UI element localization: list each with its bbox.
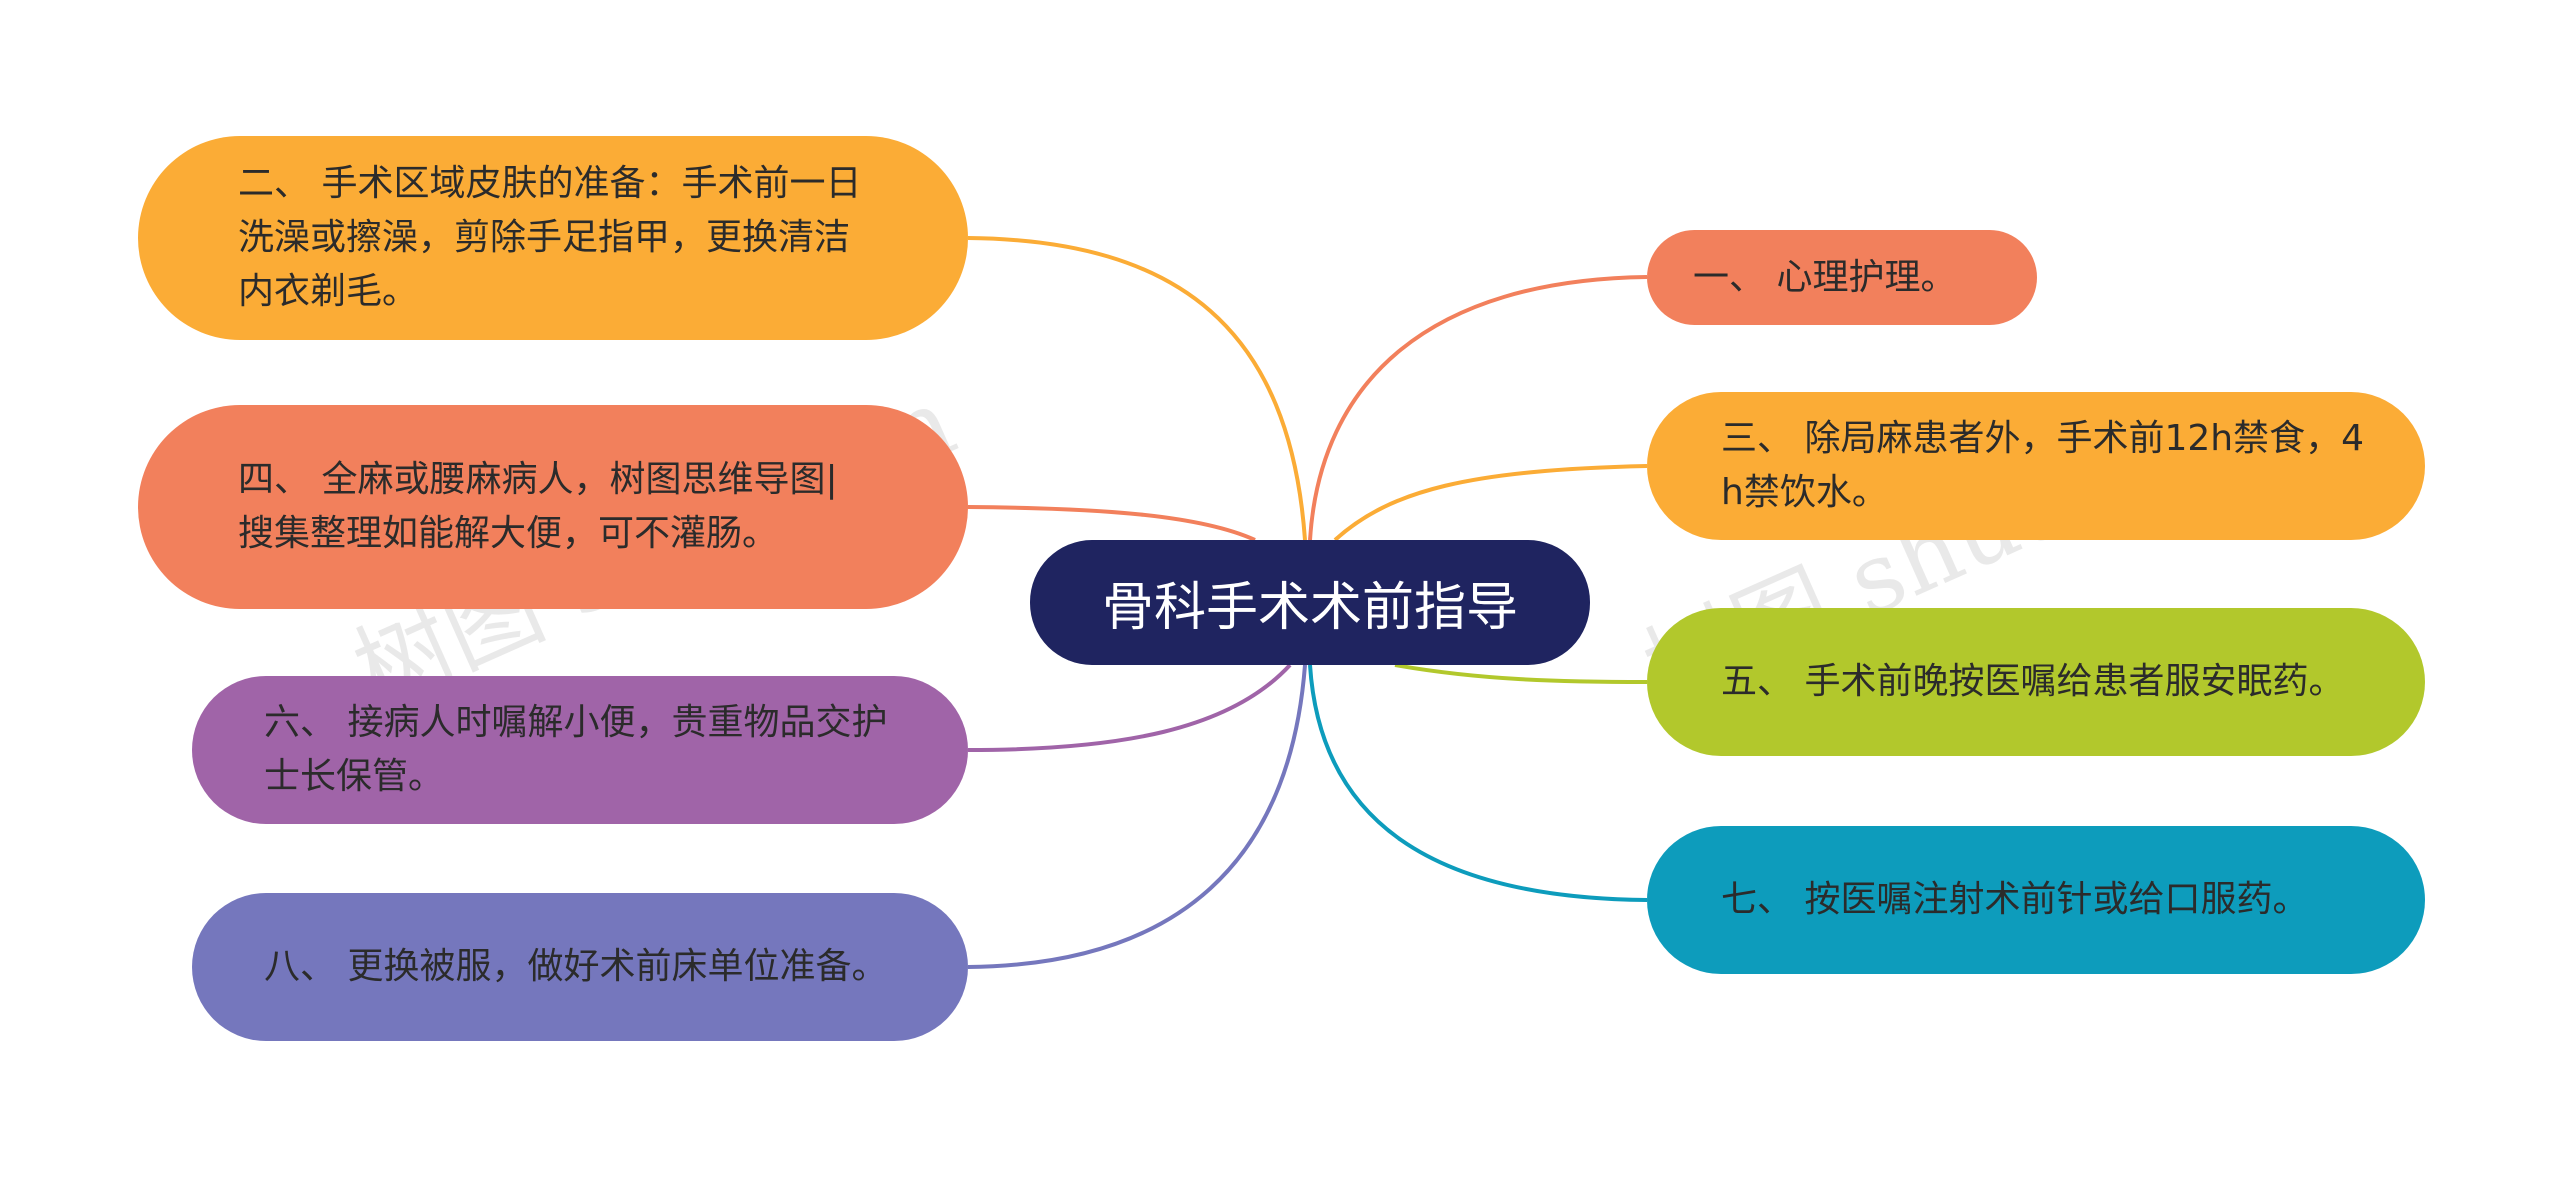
link-n4: [967, 505, 1256, 542]
topic-node-1-label: 一、 心理护理。: [1693, 256, 1957, 298]
topic-node-4[interactable]: 四、 全麻或腰麻病人，树图思维导图|搜集整理如能解大便，可不灌肠。: [138, 405, 968, 609]
topic-node-2[interactable]: 二、 手术区域皮肤的准备：手术前一日洗澡或擦澡，剪除手足指甲，更换清洁内衣剃毛。: [138, 136, 968, 340]
topic-node-8[interactable]: 八、 更换被服，做好术前床单位准备。: [192, 893, 968, 1041]
link-n3: [1333, 464, 1648, 542]
central-topic-label: 骨科手术术前指导: [1101, 578, 1518, 638]
link-n1: [1308, 275, 1648, 541]
topic-node-2-label: 二、 手术区域皮肤的准备：手术前一日洗澡或擦澡，剪除手足指甲，更换清洁内衣剃毛。: [238, 163, 862, 312]
link-n5: [1394, 663, 1648, 684]
topic-node-1[interactable]: 一、 心理护理。: [1647, 230, 2037, 325]
topic-node-6[interactable]: 六、 接病人时嘱解小便，贵重物品交护士长保管。: [192, 676, 968, 824]
topic-node-5[interactable]: 五、 手术前晚按医嘱给患者服安眠药。: [1647, 608, 2425, 756]
link-n7: [1308, 664, 1648, 902]
topic-node-3-label: 三、 除局麻患者外，手术前12h禁食，4h禁饮水。: [1721, 418, 2364, 513]
topic-node-8-label: 八、 更换被服，做好术前床单位准备。: [264, 946, 888, 987]
topic-node-3[interactable]: 三、 除局麻患者外，手术前12h禁食，4h禁饮水。: [1647, 392, 2425, 540]
topic-node-7-label: 七、 按医嘱注射术前针或给口服药。: [1721, 879, 2309, 920]
link-n8: [967, 664, 1307, 969]
topic-node-4-label: 四、 全麻或腰麻病人，树图思维导图|搜集整理如能解大便，可不灌肠。: [238, 459, 838, 554]
topic-node-7[interactable]: 七、 按医嘱注射术前针或给口服药。: [1647, 826, 2425, 974]
link-n2: [967, 236, 1307, 541]
link-n6: [967, 663, 1292, 752]
central-topic[interactable]: 骨科手术术前指导: [1030, 540, 1590, 665]
topic-node-6-label: 六、 接病人时嘱解小便，贵重物品交护士长保管。: [264, 702, 888, 797]
topic-node-5-label: 五、 手术前晚按医嘱给患者服安眠药。: [1721, 661, 2345, 702]
